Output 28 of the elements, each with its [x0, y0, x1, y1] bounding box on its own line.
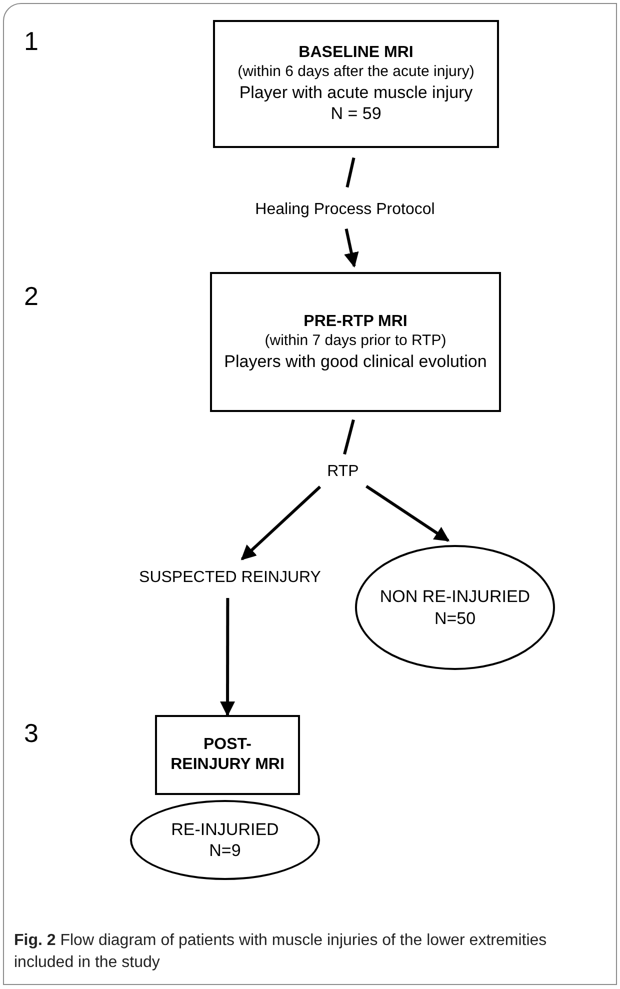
box-text: N=50 [434, 608, 476, 629]
step-label: SUSPECTED REINJURY [139, 568, 321, 588]
process-box [155, 715, 300, 795]
box-heading: RE-INJURIED [171, 818, 279, 840]
step-number: 3 [24, 720, 38, 746]
box-text: Players with good clinical evolution [224, 350, 487, 372]
box-heading: NON RE-INJURIED [380, 586, 530, 608]
box-text: (within 6 days after the acute injury) [238, 63, 474, 82]
box-heading: PRE-RTP MRI [304, 312, 408, 332]
step-label: RTP [327, 462, 359, 482]
step-label: Healing Process Protocol [255, 200, 435, 220]
arrow [220, 598, 236, 716]
process-box [210, 272, 501, 412]
process-box [213, 20, 499, 148]
box-text: N = 59 [330, 103, 382, 125]
arrow [240, 486, 322, 560]
step-number: 2 [24, 283, 38, 309]
connector-line [346, 157, 356, 188]
arrow [366, 484, 450, 542]
box-heading: POST- REINJURY MRI [170, 735, 286, 775]
box-text: (within 7 days prior to RTP) [264, 332, 446, 351]
box-heading: BASELINE MRI [298, 43, 414, 64]
arrow [344, 228, 359, 268]
step-number: 1 [24, 28, 38, 54]
box-text: Player with acute muscle injury [239, 82, 473, 104]
figure-caption: Fig. 2 Flow diagram of patients with muscle injuries of the lower extremities included in the study [14, 931, 548, 973]
connector-line [343, 419, 355, 455]
box-text: N=9 [209, 840, 241, 862]
